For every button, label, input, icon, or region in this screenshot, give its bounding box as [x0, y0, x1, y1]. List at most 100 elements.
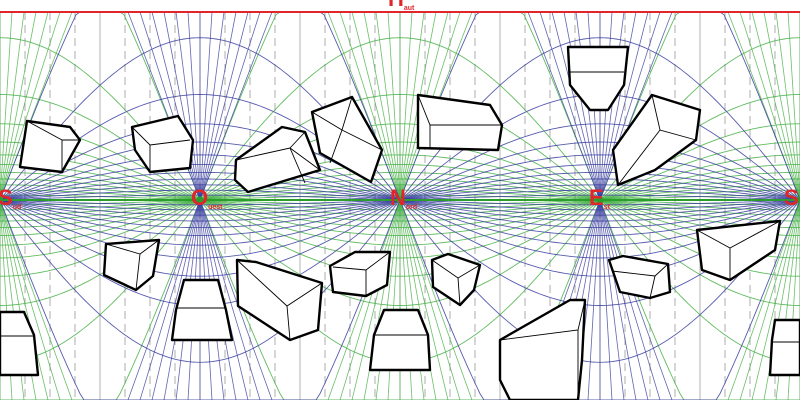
perspective-boxes — [0, 45, 800, 400]
perspective-curve — [599, 199, 800, 306]
fan-line — [0, 11, 13, 201]
label-sub: aut — [403, 5, 415, 12]
perspective-box — [170, 278, 234, 342]
perspective-curve — [0, 164, 201, 201]
perspective-curve — [0, 199, 201, 400]
perspective-box — [368, 308, 432, 372]
fan-line — [339, 199, 401, 400]
fan-line — [199, 11, 237, 201]
fan-line — [0, 199, 61, 400]
vanishing-point-marker — [196, 196, 204, 204]
perspective-curve — [599, 199, 800, 222]
fan-line — [199, 11, 273, 201]
box-outline — [310, 95, 384, 184]
fan-line — [775, 11, 800, 201]
label-est: Est — [589, 187, 610, 219]
perspective-box — [235, 258, 324, 342]
box-edge — [341, 96, 353, 131]
perspective-curve — [0, 184, 201, 201]
perspective-curve — [599, 141, 800, 201]
perspective-curve — [599, 11, 800, 201]
fan-line — [539, 11, 601, 201]
fan-line — [0, 11, 25, 201]
perspective-curve — [0, 94, 201, 201]
perspective-box — [18, 119, 82, 174]
box-outline — [416, 93, 504, 152]
perspective-curve — [599, 199, 800, 206]
label-letter: H — [388, 0, 404, 11]
fan-line — [151, 199, 201, 400]
perspective-curve — [0, 123, 201, 201]
box-outline — [566, 45, 630, 112]
fan-line — [399, 199, 473, 400]
label-top-haut: Haut — [388, 0, 414, 20]
perspective-curve — [0, 171, 201, 201]
fan-line — [599, 11, 637, 201]
fan-line — [527, 11, 601, 201]
perspective-curve — [0, 189, 201, 201]
fan-line — [151, 11, 201, 201]
perspective-curve — [599, 171, 800, 201]
fan-line — [751, 11, 800, 201]
fan-line — [563, 11, 601, 201]
perspective-curve — [599, 178, 800, 201]
box-outline — [18, 119, 82, 174]
perspective-box — [430, 252, 482, 307]
box-outline — [102, 238, 161, 292]
fan-line — [727, 199, 800, 400]
fan-line — [599, 199, 661, 400]
fan-line — [399, 11, 413, 201]
label-sud-right: S — [784, 187, 799, 219]
perspective-curve — [0, 199, 201, 229]
box-outline — [498, 298, 587, 400]
perspective-box — [102, 238, 161, 292]
fan-line — [187, 11, 201, 201]
box-outline — [0, 310, 40, 377]
label-nord: Nord — [390, 187, 417, 219]
box-outline — [695, 219, 782, 282]
perspective-box — [130, 114, 195, 174]
box-edge — [457, 277, 461, 306]
fan-line — [739, 199, 800, 400]
fan-line — [0, 11, 61, 201]
perspective-curve — [0, 199, 201, 222]
fan-line — [0, 11, 49, 201]
fan-line — [199, 11, 261, 201]
box-outline — [130, 114, 195, 174]
perspective-box — [328, 250, 392, 298]
vanishing-point-marker — [596, 196, 604, 204]
fan-line — [0, 199, 73, 400]
perspective-curve — [0, 199, 201, 216]
perspective-curve — [599, 199, 800, 246]
fan-line — [599, 11, 673, 201]
box-outline — [768, 318, 800, 377]
fan-line — [599, 199, 613, 400]
fan-line — [739, 11, 800, 201]
perspective-curve — [599, 184, 800, 201]
fan-line — [551, 11, 601, 201]
box-edge — [135, 253, 141, 291]
perspective-curve — [599, 199, 800, 236]
box-outline — [430, 252, 482, 307]
box-edge — [649, 275, 656, 299]
fan-line — [599, 199, 625, 400]
fan-line — [0, 199, 49, 400]
box-edge — [286, 305, 291, 341]
label-letter: S — [784, 185, 799, 210]
perspective-box — [233, 125, 322, 194]
label-sub: ud — [12, 204, 22, 211]
fan-line — [199, 11, 213, 201]
perspective-curve — [0, 154, 201, 201]
fan-line — [351, 199, 401, 400]
perspective-curve — [399, 199, 800, 400]
fan-line — [363, 11, 401, 201]
perspective-curve — [599, 194, 800, 201]
fan-line — [375, 11, 401, 201]
perspective-box — [310, 95, 384, 184]
fan-line — [339, 11, 401, 201]
perspective-box — [416, 93, 504, 152]
fan-line — [387, 11, 401, 201]
perspective-curve — [0, 11, 201, 201]
perspective-box — [611, 93, 702, 187]
label-sub: ord — [405, 204, 418, 211]
